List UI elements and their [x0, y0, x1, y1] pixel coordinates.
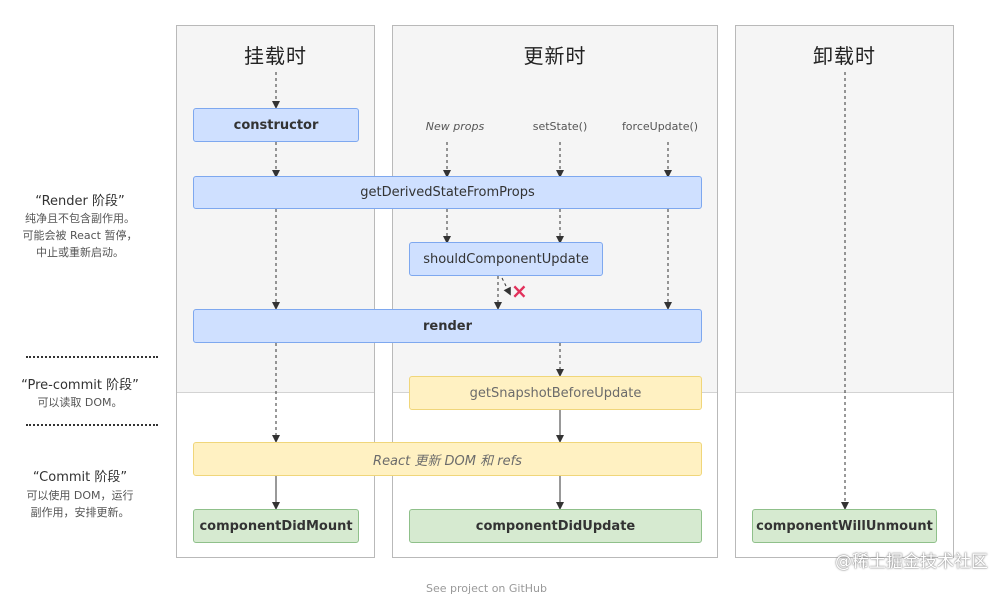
unmount-column-title: 卸载时 [813, 44, 876, 68]
component-did-update-box: componentDidUpdate [409, 509, 702, 543]
trigger-set-state: setState() [532, 120, 588, 133]
should-component-update-box: shouldComponentUpdate [409, 242, 603, 276]
mount-column-title: 挂载时 [244, 44, 307, 68]
component-did-mount-box: componentDidMount [193, 509, 359, 543]
trigger-force-update: forceUpdate() [621, 120, 699, 133]
render-phase-desc-line: 可能会被 React 暂停， [22, 229, 138, 242]
arrow [501, 277, 511, 296]
commit-phase-desc: 可以使用 DOM，运行 副作用，安排更新。 [0, 487, 160, 521]
component-will-unmount-box: componentWillUnmount [752, 509, 937, 543]
render-box: render [193, 309, 702, 343]
commit-phase-desc-line: 副作用，安排更新。 [30, 506, 130, 519]
update-column-title: 更新时 [523, 44, 587, 68]
render-phase-desc: 纯净且不包含副作用。 可能会被 React 暂停， 中止或重新启动。 [0, 210, 160, 261]
render-phase-desc-line: 纯净且不包含副作用。 [25, 212, 135, 225]
get-derived-state-box: getDerivedStateFromProps [193, 176, 702, 209]
render-phase-title: “Render 阶段” [35, 194, 125, 209]
phase-divider [26, 356, 158, 358]
phase-divider [26, 424, 158, 426]
reject-mark: × [511, 279, 528, 303]
precommit-phase-desc: 可以读取 DOM。 [0, 394, 160, 411]
github-link[interactable]: See project on GitHub [426, 582, 548, 595]
commit-phase-desc-line: 可以使用 DOM，运行 [26, 489, 134, 502]
render-phase-desc-line: 中止或重新启动。 [36, 246, 124, 259]
precommit-phase-desc-line: 可以读取 DOM。 [37, 396, 123, 409]
constructor-box: constructor [193, 108, 359, 142]
react-update-dom-box: React 更新 DOM 和 refs [193, 442, 702, 476]
get-snapshot-box: getSnapshotBeforeUpdate [409, 376, 702, 410]
watermark: @稀土掘金技术社区 [835, 552, 988, 572]
trigger-new-props: New props [425, 120, 485, 133]
precommit-phase-title: “Pre-commit 阶段” [21, 378, 139, 393]
commit-phase-title: “Commit 阶段” [32, 470, 128, 485]
